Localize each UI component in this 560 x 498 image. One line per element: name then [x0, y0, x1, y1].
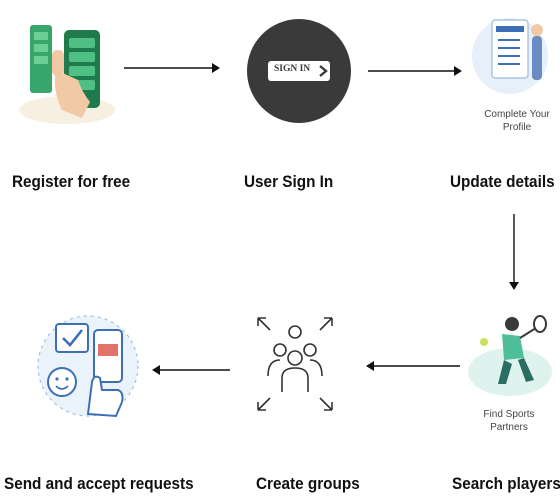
- sub-caption-update: Complete Your Profile: [474, 108, 560, 134]
- arrow-left-1: [366, 361, 460, 371]
- sign-in-circle-icon: [247, 19, 351, 123]
- arrow-left-2: [152, 365, 230, 375]
- caption-register: Register for free: [12, 172, 131, 191]
- caption-requests: Send and accept requests: [4, 474, 194, 493]
- sub-caption-update-line1: Complete Your: [484, 109, 550, 120]
- caption-signin: User Sign In: [244, 172, 334, 191]
- caption-groups: Create groups: [256, 474, 360, 493]
- arrow-right-1: [124, 63, 220, 73]
- tennis-player-icon: [468, 315, 552, 396]
- phone-hand-icon: [19, 25, 115, 124]
- group-people-icon: [257, 317, 333, 411]
- sub-caption-search-line2: Partners: [490, 422, 528, 433]
- arrow-right-2: [368, 66, 462, 76]
- profile-checklist-icon: [472, 18, 548, 94]
- sub-caption-search: Find Sports Partners: [466, 408, 552, 434]
- sub-caption-search-line1: Find Sports: [483, 409, 535, 420]
- sign-in-button-label: SIGN IN: [274, 64, 311, 74]
- sub-caption-update-line2: Profile: [502, 122, 532, 133]
- caption-update: Update details: [450, 172, 555, 191]
- arrow-down: [509, 214, 519, 290]
- caption-search: Search players: [452, 474, 560, 493]
- accept-request-icon: [37, 315, 139, 418]
